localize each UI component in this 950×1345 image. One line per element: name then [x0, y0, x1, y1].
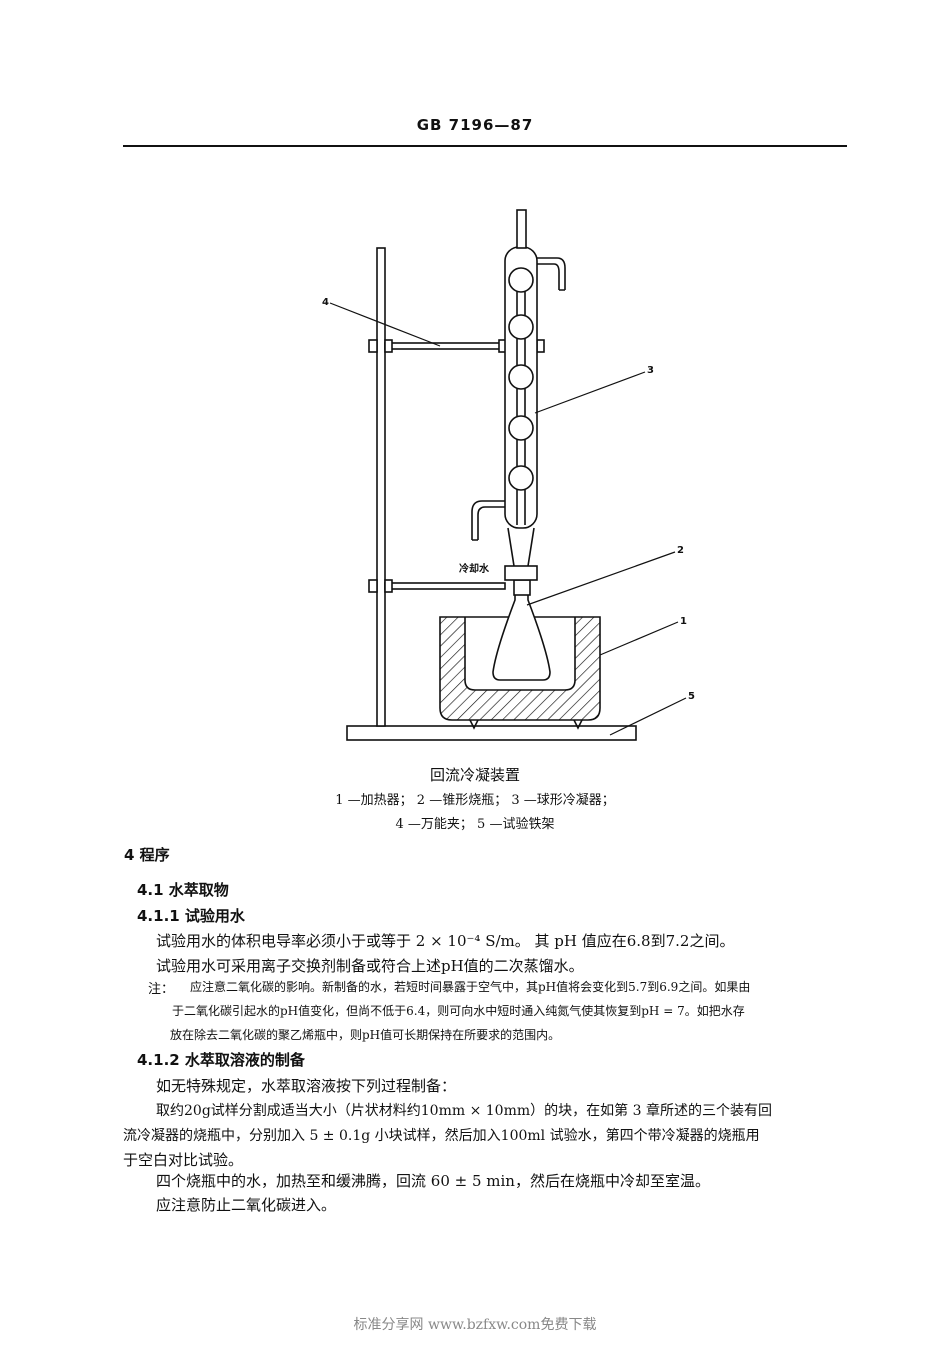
figure-legend-line2: 4 —万能夹； 5 —试验铁架	[395, 817, 555, 832]
paragraph: 试验用水可采用离子交换剂制备或符合上述pH值的二次蒸馏水。	[156, 957, 584, 975]
condenser-top-tube	[516, 209, 527, 249]
paragraph: 四个烧瓶中的水，加热至和缓沸腾，回流 60 ± 5 min，然后在烧瓶中冷却至室…	[156, 1172, 710, 1190]
paragraph: 试验用水的体积电导率必须小于或等于 2 × 10⁻⁴ S/m。 其 pH 值应在…	[156, 932, 735, 950]
water-outlet	[537, 257, 566, 291]
section-4-1-2-heading: 4.1.2 水萃取溶液的制备	[137, 1051, 305, 1069]
paragraph: 于空白对比试验。	[123, 1151, 244, 1169]
figure-legend-line1: 1 —加热器； 2 —锥形烧瓶； 3 —球形冷凝器；	[335, 793, 615, 808]
note-label: 注：	[148, 982, 175, 997]
callout-3: 3	[647, 365, 654, 376]
callout-1: 1	[680, 616, 687, 627]
upper-clamp	[368, 339, 545, 353]
water-inlet	[471, 500, 505, 541]
conical-flask	[492, 595, 551, 681]
paragraph: 应注意防止二氧化碳进入。	[156, 1196, 337, 1214]
note-line: 放在除去二氧化碳的聚乙烯瓶中，则pH值可长期保持在所要求的范围内。	[170, 1028, 561, 1042]
condenser-bulbs	[508, 267, 534, 525]
callout-2: 2	[677, 545, 684, 556]
paragraph: 取约20g试样分割成适当大小（片状材料约10mm × 10mm）的块，在如第 3…	[156, 1103, 772, 1119]
document-number: GB 7196—87	[416, 116, 534, 134]
callout-5: 5	[688, 691, 695, 702]
section-4-1-1-heading: 4.1.1 试验用水	[137, 907, 245, 925]
condenser-jacket	[504, 246, 538, 529]
flask-neck	[513, 579, 531, 596]
section-4-heading: 4 程序	[124, 846, 170, 864]
stand-rod	[376, 247, 386, 727]
figure-caption: 回流冷凝装置	[429, 766, 520, 784]
note-line: 于二氧化碳引起水的pH值变化，但尚不低于6.4，则可向水中短时通入纯氮气使其恢复…	[172, 1004, 745, 1018]
stand-base	[346, 725, 637, 741]
flask-clamp	[504, 565, 538, 581]
section-4-1-heading: 4.1 水萃取物	[137, 881, 229, 899]
heater-feet	[469, 719, 583, 730]
note-line: 应注意二氧化碳的影响。新制备的水，若短时间暴露于空气中，其pH值将会变化到5.7…	[190, 980, 751, 994]
reflux-apparatus-diagram: 4 3 2 1 5 冷却水	[322, 209, 695, 741]
paragraph: 如无特殊规定，水萃取溶液按下列过程制备：	[156, 1077, 457, 1095]
condenser-adapter	[507, 527, 535, 567]
footer-watermark: 标准分享网 www.bzfxw.com免费下载	[353, 1317, 597, 1333]
callout-4: 4	[322, 297, 329, 308]
paragraph: 流冷凝器的烧瓶中，分别加入 5 ± 0.1g 小块试样，然后加入100ml 试验…	[123, 1128, 760, 1144]
heater	[439, 616, 601, 721]
cooling-water-label: 冷却水	[459, 562, 490, 575]
header-rule	[123, 145, 847, 147]
lower-clamp	[368, 579, 506, 593]
